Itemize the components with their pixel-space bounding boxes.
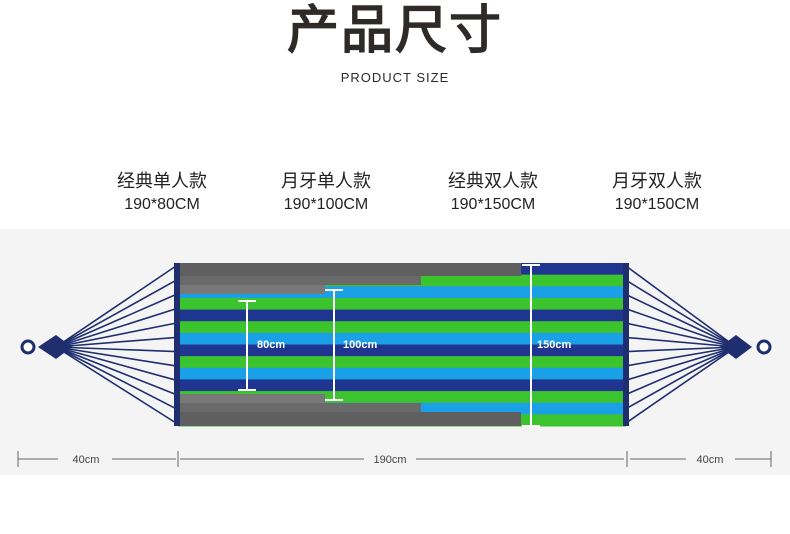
rope-line [55, 322, 177, 348]
rope-line [55, 308, 177, 348]
rope-line [55, 346, 177, 353]
width-label-80: 80cm [257, 339, 285, 351]
variant-classic-double: 经典双人款 190*150CM [408, 170, 578, 216]
rope-line [625, 308, 737, 348]
rope-lines-left [55, 265, 177, 424]
rope-line [55, 293, 177, 348]
variant-crescent-single: 月牙单人款 190*100CM [241, 170, 411, 216]
variant-name: 经典单人款 [117, 171, 207, 192]
rope-line [55, 265, 177, 348]
rope-line [55, 346, 177, 424]
variant-size: 190*80CM [124, 196, 200, 213]
rope-line [625, 346, 737, 367]
length-label-right: 40cm [697, 454, 724, 466]
rope-line [625, 322, 737, 348]
variant-classic-single: 经典单人款 190*80CM [77, 170, 247, 216]
variant-name: 月牙双人款 [612, 171, 702, 192]
width-marker-80 [238, 300, 256, 391]
rope-line [55, 279, 177, 348]
rope-line [625, 346, 737, 424]
variant-size: 190*100CM [283, 196, 369, 213]
variant-size: 190*150CM [450, 196, 536, 213]
fabric-stripe [178, 367, 626, 380]
fabric-stripe [178, 309, 626, 322]
variant-name: 月牙单人款 [281, 171, 371, 192]
rope-line [625, 279, 737, 348]
rope-lines-right [625, 265, 737, 424]
gray-tier-top [178, 263, 521, 294]
length-dimension-line [17, 451, 772, 467]
fabric-stripe [178, 379, 626, 392]
gray-tier-bottom [178, 394, 521, 426]
rope-line [625, 346, 737, 396]
right-spreader-bar [623, 263, 629, 426]
fabric-stripe [178, 297, 626, 311]
rope-line [625, 346, 737, 410]
fabric-stripe [178, 332, 626, 345]
rope-line [55, 346, 177, 381]
width-label-100: 100cm [343, 339, 377, 351]
width-marker-150 [522, 264, 540, 427]
page-subtitle: PRODUCT SIZE [340, 70, 450, 85]
rope-line [55, 346, 177, 367]
rope-line [625, 265, 737, 348]
rope-line [625, 346, 737, 353]
width-label-150: 150cm [537, 339, 571, 351]
rope-line [625, 336, 737, 348]
width-marker-100 [325, 289, 343, 401]
fabric-stripe [178, 344, 626, 357]
variant-size: 190*150CM [614, 196, 700, 213]
length-label-left: 40cm [73, 454, 100, 466]
fabric-stripe [178, 356, 626, 369]
variant-name: 经典双人款 [448, 171, 538, 192]
rope-line [55, 346, 177, 396]
rope-line [55, 346, 177, 410]
left-knot [20, 335, 72, 359]
page-title: 产品尺寸 [286, 1, 503, 61]
rope-line [625, 293, 737, 348]
rope-line [625, 346, 737, 381]
variant-crescent-double: 月牙双人款 190*150CM [572, 170, 742, 216]
fabric-stripe [178, 321, 626, 334]
length-label-middle: 190cm [373, 454, 406, 466]
right-knot [720, 335, 772, 359]
rope-line [55, 336, 177, 348]
left-spreader-bar [174, 263, 180, 426]
